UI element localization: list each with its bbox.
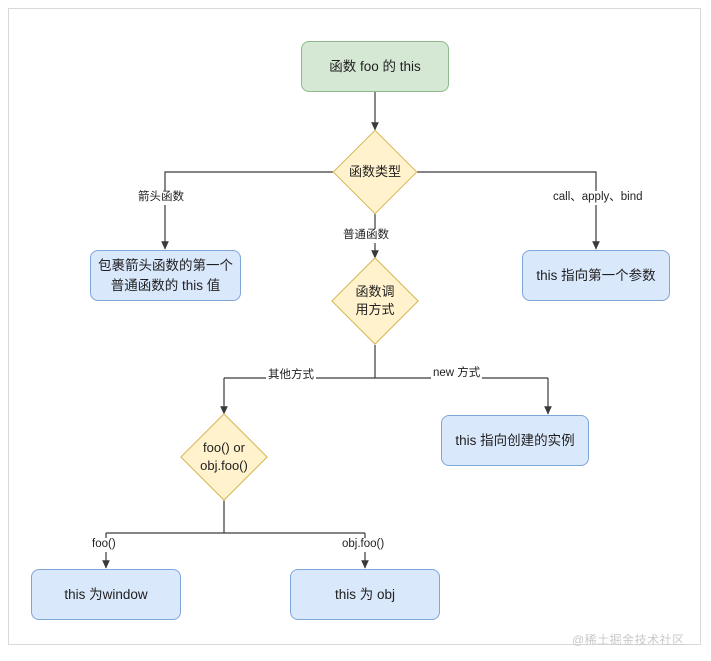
node-call-apply-bind-result[interactable]: this 指向第一个参数 xyxy=(522,250,670,301)
node-arrow-result[interactable]: 包裹箭头函数的第一个 普通函数的 this 值 xyxy=(90,250,241,301)
edge-label-other-mode: 其他方式 xyxy=(266,369,316,383)
node-arrow-result-line2: 普通函数的 this 值 xyxy=(110,277,221,293)
node-func-type[interactable]: 函数类型 xyxy=(332,129,418,215)
node-root[interactable]: 函数 foo 的 this xyxy=(301,41,449,92)
node-arrow-result-line1: 包裹箭头函数的第一个 xyxy=(98,257,233,273)
node-call-mode[interactable]: 函数调 用方式 xyxy=(331,257,419,345)
node-call-mode-line2: 用方式 xyxy=(355,302,395,317)
node-foo-or-objfoo[interactable]: foo() or obj.foo() xyxy=(180,413,268,501)
node-root-label: 函数 foo 的 this xyxy=(329,58,421,74)
node-new-result-label: this 指向创建的实例 xyxy=(455,432,575,448)
node-window-result[interactable]: this 为window xyxy=(31,569,181,620)
edge-label-call-apply-bind: call、apply、bind xyxy=(551,191,645,205)
node-obj-result-label: this 为 obj xyxy=(334,586,396,602)
edge-label-objfoo-call: obj.foo() xyxy=(340,538,387,552)
node-call-mode-line1: 函数调 xyxy=(355,284,395,300)
edge-label-new-mode: new 方式 xyxy=(431,367,483,381)
watermark: @稀土掘金技术社区 xyxy=(572,633,685,647)
node-window-result-label: this 为window xyxy=(64,586,148,602)
edge-label-ordinary-function: 普通函数 xyxy=(341,229,391,243)
node-foo-or-objfoo-line2: obj.foo() xyxy=(200,458,248,473)
edge-label-arrow-function: 箭头函数 xyxy=(136,191,186,205)
node-new-result[interactable]: this 指向创建的实例 xyxy=(441,415,589,466)
node-call-apply-bind-result-label: this 指向第一个参数 xyxy=(536,267,656,283)
edge-label-foo-call: foo() xyxy=(90,538,118,552)
node-obj-result[interactable]: this 为 obj xyxy=(290,569,440,620)
node-func-type-label: 函数类型 xyxy=(348,164,401,180)
node-foo-or-objfoo-line1: foo() or xyxy=(203,440,245,456)
